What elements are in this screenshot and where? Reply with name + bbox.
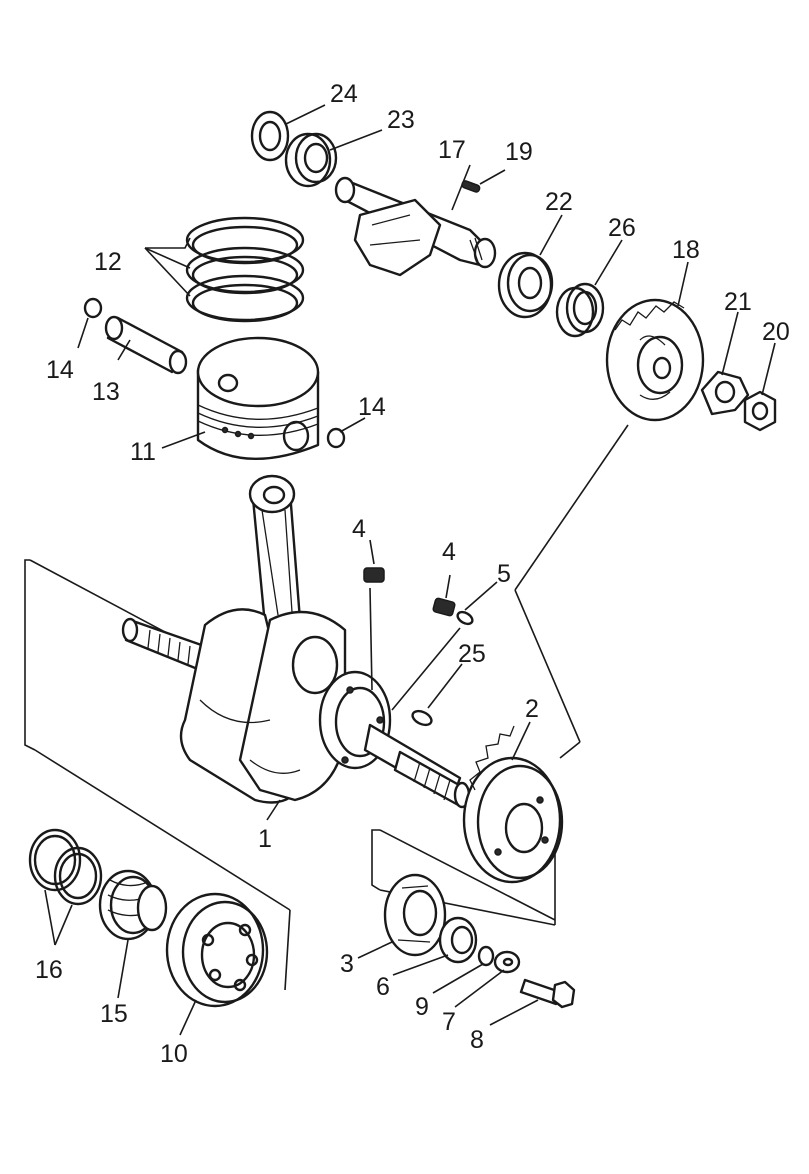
callout-11: 11	[130, 438, 156, 466]
callout-14-left: 14	[46, 356, 74, 384]
part-2-crank-gear	[462, 725, 564, 884]
part-12-piston-rings	[185, 216, 305, 323]
part-23-bearing	[284, 132, 338, 188]
part-6-washer	[438, 916, 478, 964]
part-11-piston	[196, 336, 320, 460]
callout-23: 23	[387, 106, 415, 134]
part-14-circlip-right	[326, 427, 346, 449]
callout-21: 21	[724, 288, 752, 316]
part-16-circlips	[28, 828, 103, 906]
part-20-nut	[743, 390, 777, 432]
part-14-circlip-left	[83, 297, 103, 319]
callout-18: 18	[672, 236, 700, 264]
callout-19: 19	[505, 138, 533, 166]
callout-9: 9	[415, 993, 429, 1021]
part-8-bolt	[519, 978, 576, 1009]
part-1-crankshaft-assembly	[121, 474, 471, 809]
part-19-woodruff-key	[461, 180, 481, 193]
callout-25: 25	[458, 640, 486, 668]
part-5-dowel-pin	[391, 581, 498, 711]
callout-3: 3	[340, 950, 354, 978]
callout-26: 26	[608, 214, 636, 242]
part-3-retainer-plate	[383, 873, 447, 957]
callout-labels: 24 23 17 19 22 26 18 12 21 20 14 13 14 1…	[35, 80, 790, 1068]
part-7-washer	[493, 950, 521, 974]
callout-13: 13	[92, 378, 120, 406]
callout-5: 5	[497, 560, 511, 588]
callout-4-right: 4	[442, 538, 456, 566]
part-9-washer	[477, 945, 495, 967]
callout-10: 10	[160, 1040, 188, 1068]
part-4-pin-right	[432, 597, 456, 617]
callout-20: 20	[762, 318, 790, 346]
callout-4-left: 4	[352, 515, 366, 543]
part-21-lock-washer	[700, 370, 750, 416]
part-17-balancer-shaft	[334, 164, 497, 277]
part-22-bearing	[497, 251, 554, 319]
part-4-pin-left	[363, 567, 385, 691]
callout-6: 6	[376, 973, 390, 1001]
part-13-piston-pin	[104, 315, 188, 375]
callout-7: 7	[442, 1008, 456, 1036]
part-15-oil-seal	[98, 869, 168, 941]
part-18-balancer-gear	[605, 298, 705, 422]
part-10-main-bearing	[165, 892, 269, 1008]
callout-16: 16	[35, 956, 63, 984]
callout-8: 8	[470, 1026, 484, 1054]
callout-1: 1	[258, 825, 272, 853]
callout-12: 12	[94, 248, 122, 276]
part-26-collar	[555, 282, 605, 338]
callout-14-right: 14	[358, 393, 386, 421]
callout-17: 17	[438, 136, 466, 164]
part-25-key	[411, 663, 463, 727]
callout-leader-lines	[44, 104, 776, 1036]
callout-15: 15	[100, 1000, 128, 1028]
callout-2: 2	[525, 695, 539, 723]
callout-22: 22	[545, 188, 573, 216]
callout-24: 24	[330, 80, 358, 108]
part-24-oil-seal	[250, 110, 290, 162]
